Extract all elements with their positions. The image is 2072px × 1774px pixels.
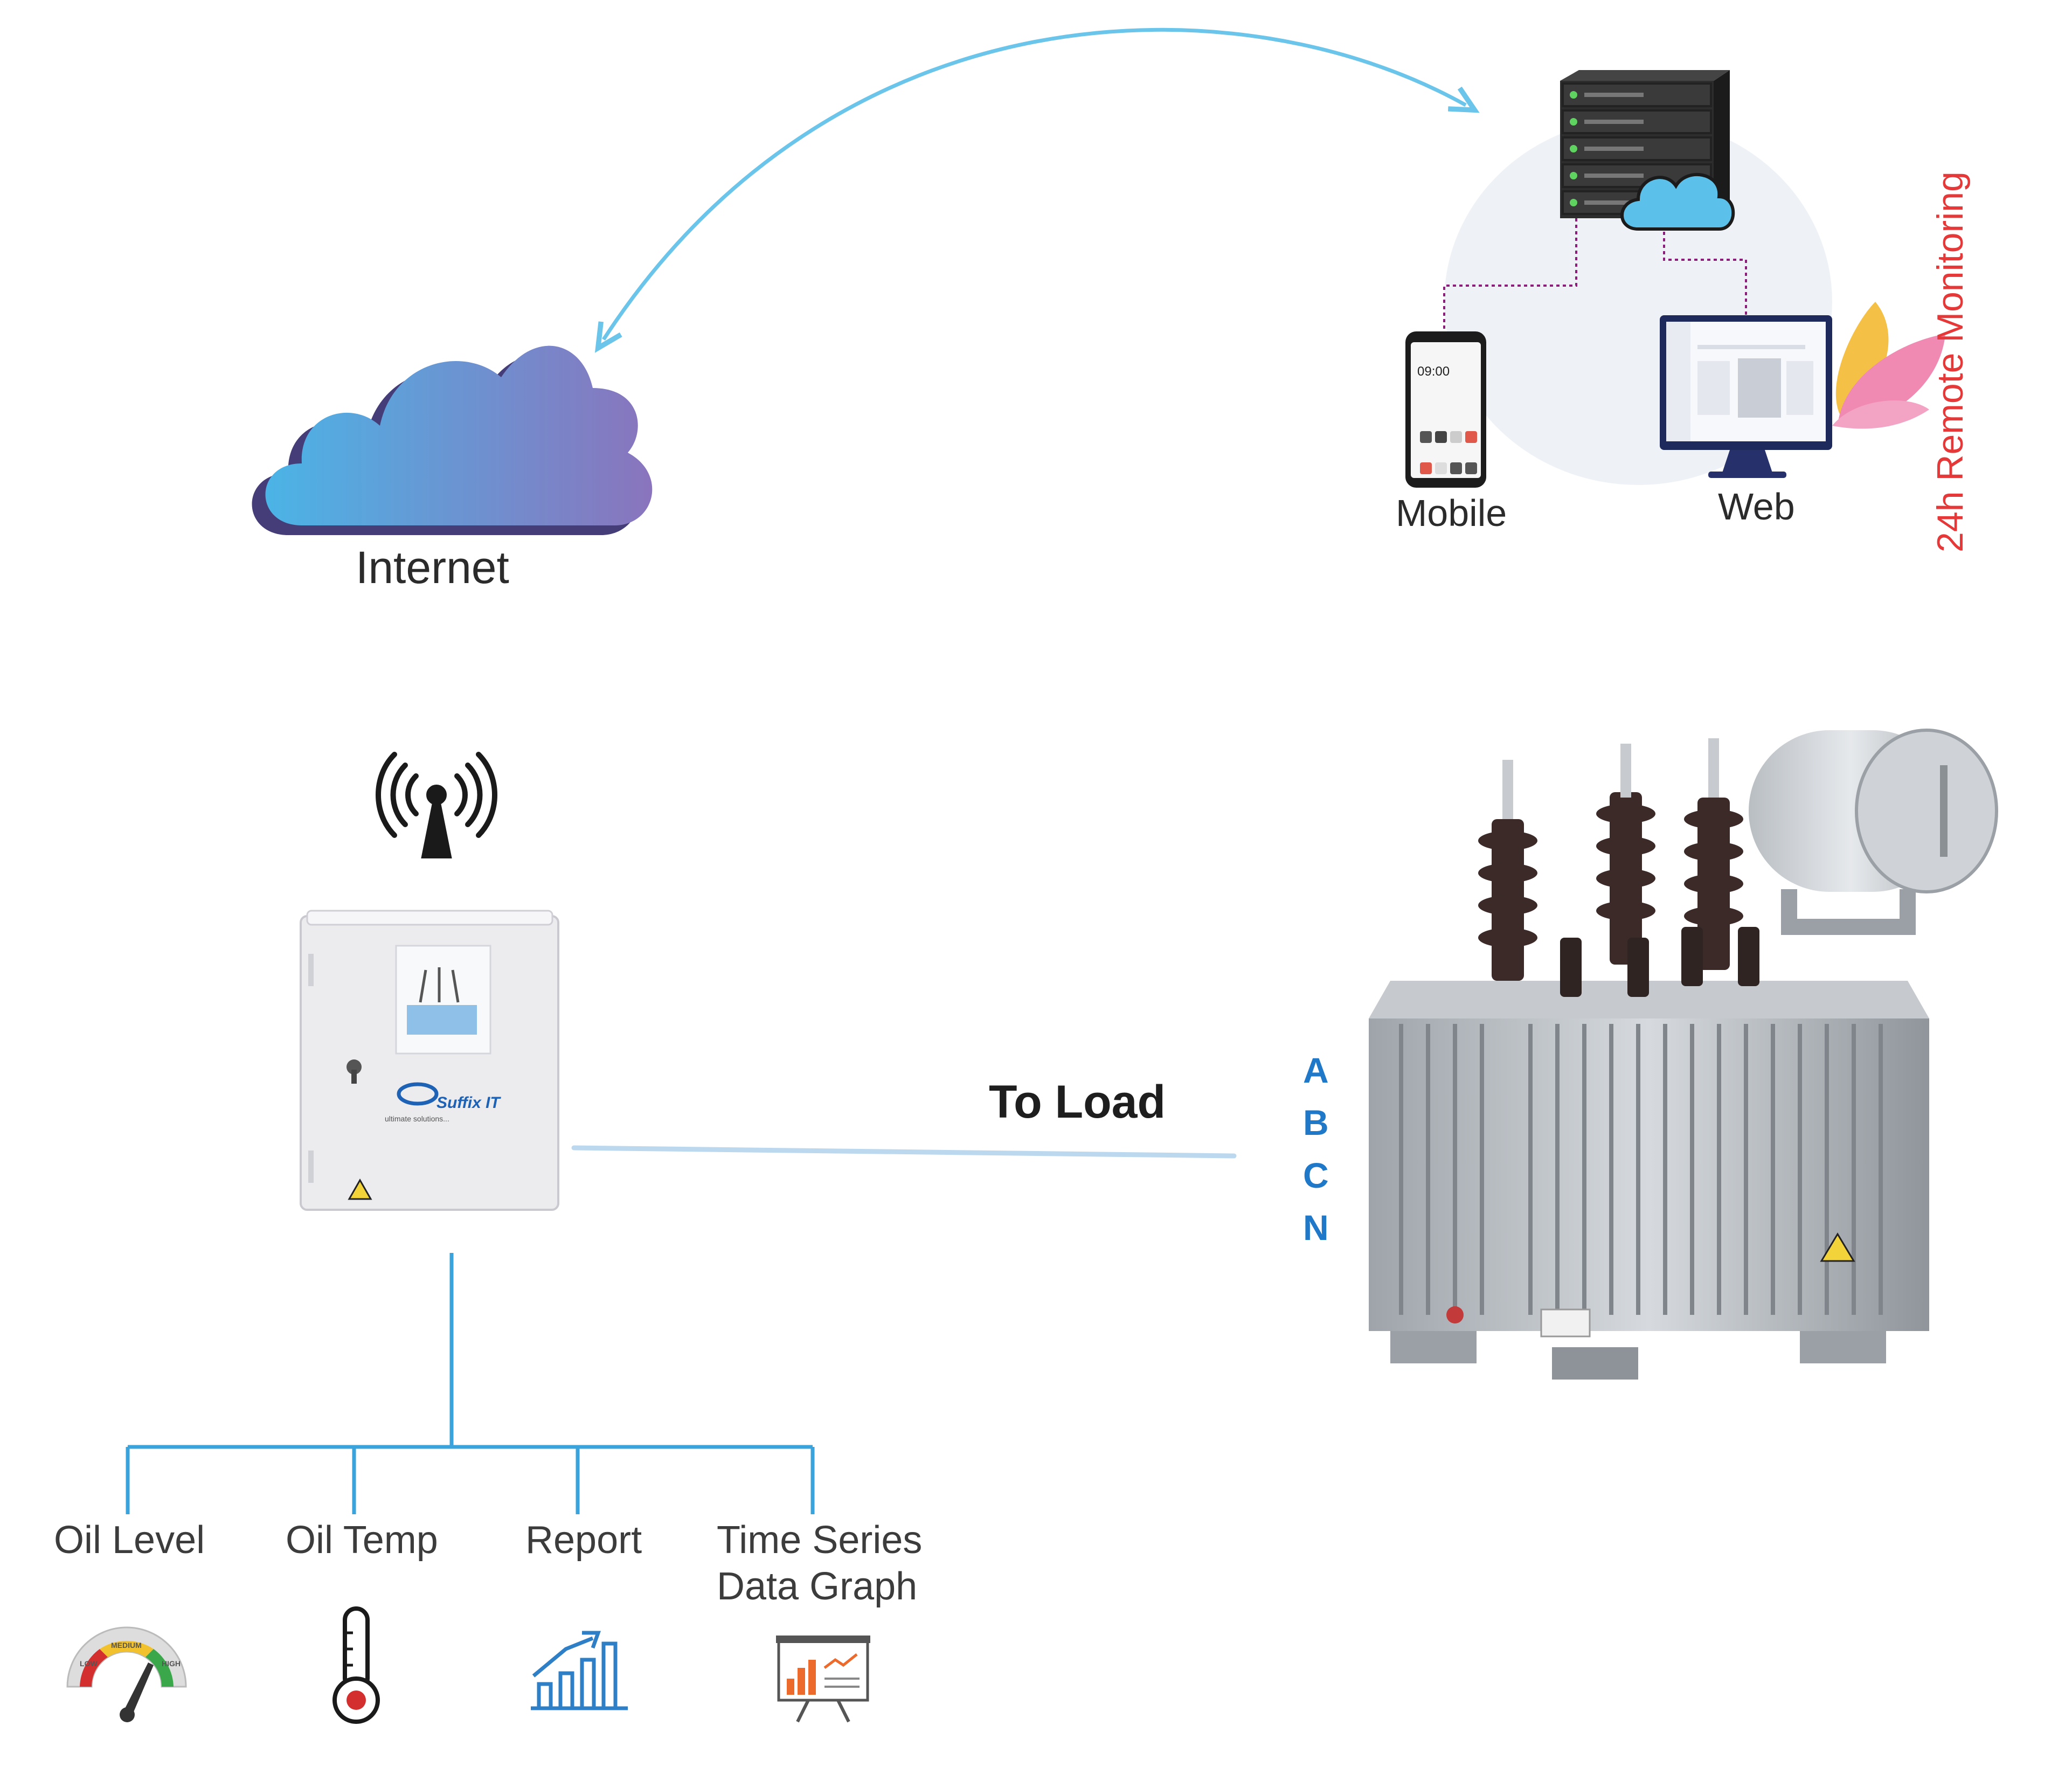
mobile-phone-icon <box>1405 331 1486 488</box>
connector-mobile <box>1443 218 1577 334</box>
thermometer-icon <box>332 1606 380 1724</box>
sensor-label-oil-level: Oil Level <box>54 1519 205 1562</box>
brand-logo-text: Suffix IT <box>436 1094 500 1112</box>
web-label: Web <box>1718 486 1795 528</box>
antenna-icon <box>376 752 497 858</box>
phase-label-b: B <box>1303 1103 1329 1142</box>
to-load-line <box>571 1145 1237 1159</box>
sensor-label-oil-temp: Oil Temp <box>286 1519 438 1562</box>
internet-cloud-icon <box>252 345 653 535</box>
phase-label-c: C <box>1303 1155 1329 1195</box>
web-monitor-icon <box>1660 315 1832 478</box>
gauge-high-label: HIGH <box>162 1659 181 1668</box>
connector-web <box>1663 232 1747 318</box>
transformer <box>1369 729 1998 1380</box>
remote-monitoring-label: 24h Remote Monitoring <box>1930 171 1971 552</box>
brand-tagline: ultimate solutions... <box>385 1114 449 1123</box>
phase-label-n: N <box>1303 1208 1329 1248</box>
sensor-connector-tree <box>126 1253 815 1514</box>
gauge-medium-label: MEDIUM <box>111 1641 142 1650</box>
to-load-label: To Load <box>989 1076 1166 1128</box>
mobile-label: Mobile <box>1396 492 1507 534</box>
control-cabinet <box>300 910 559 1211</box>
server-rack-icon <box>1560 70 1735 231</box>
internet-label: Internet <box>356 542 509 593</box>
presentation-graph-icon <box>776 1636 870 1723</box>
gauge-low-label: LOW <box>80 1659 98 1668</box>
phone-time: 09:00 <box>1417 364 1450 379</box>
report-chart-icon <box>531 1631 628 1710</box>
gauge-icon: LOW MEDIUM HIGH <box>66 1626 187 1722</box>
phase-label-a: A <box>1303 1050 1329 1090</box>
sensor-label-report: Report <box>525 1519 642 1562</box>
connection-arc <box>594 27 1480 353</box>
leaf-decoration-icon <box>1832 302 1945 429</box>
sensor-label-time-series: Time Series Data Graph <box>717 1519 923 1608</box>
